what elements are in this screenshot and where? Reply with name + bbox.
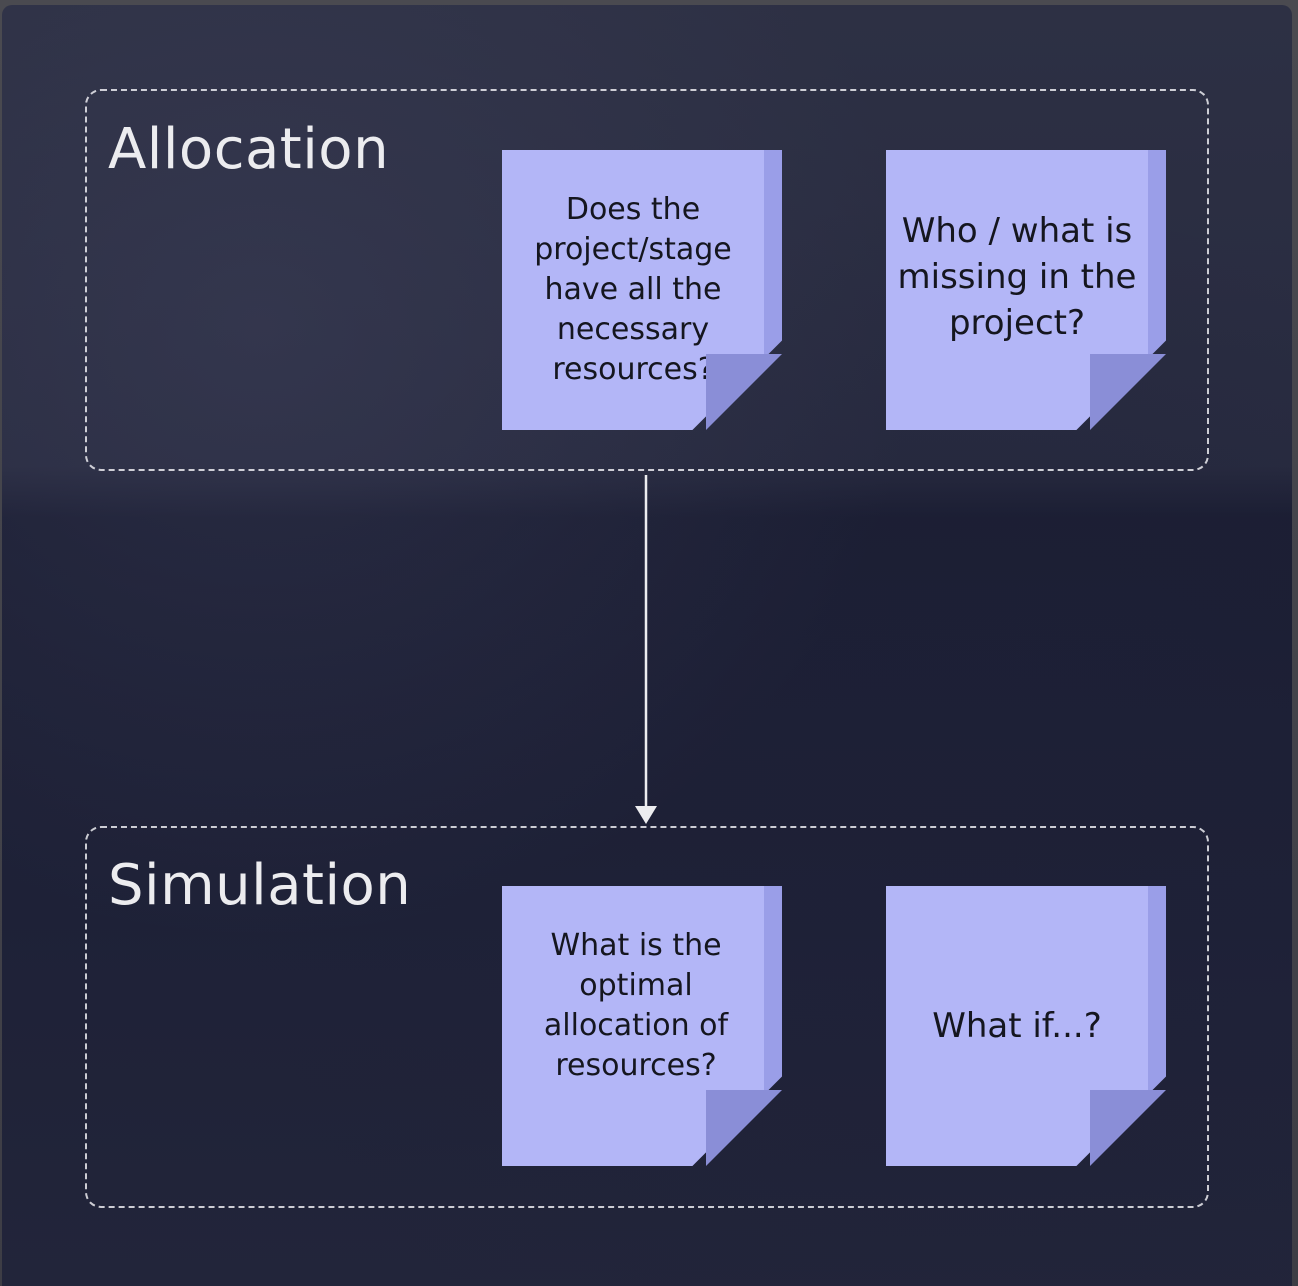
sticky-note-text: What if...? [932,1006,1102,1046]
sticky-note-missing[interactable]: Who / what is missing in the project? [886,150,1166,430]
simulation-group-title: Simulation [108,853,412,918]
whiteboard-canvas[interactable]: Allocation Does the project/stage have a… [2,5,1292,1286]
sticky-note-text: Does the project/stage have all the nece… [534,192,732,387]
sticky-note-what-if[interactable]: What if...? [886,886,1166,1166]
allocation-group-title: Allocation [108,117,390,182]
sticky-note-resources[interactable]: Does the project/stage have all the nece… [502,150,782,430]
sticky-note-text: Who / what is missing in the project? [897,211,1137,343]
allocation-group[interactable] [85,89,1209,471]
sticky-note-text: What is the optimal allocation of resour… [543,928,729,1083]
simulation-group[interactable] [85,826,1209,1208]
